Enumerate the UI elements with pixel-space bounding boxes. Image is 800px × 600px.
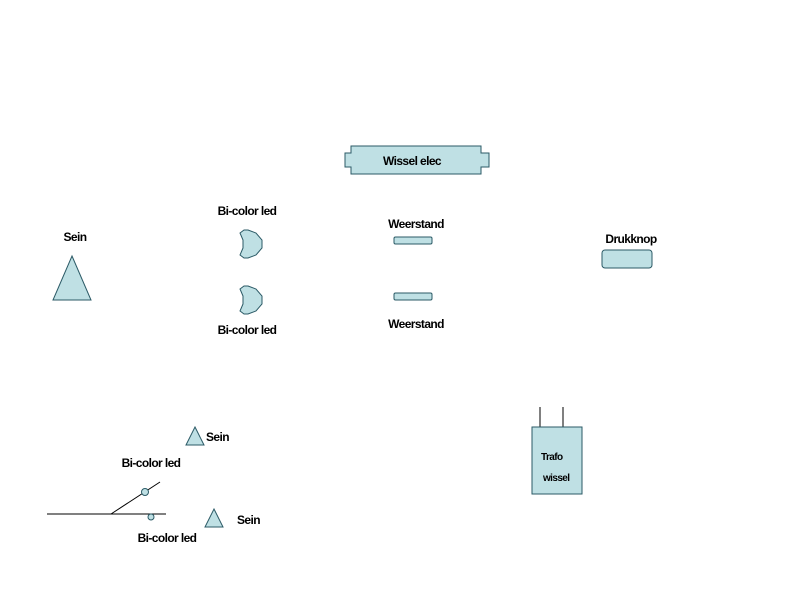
bicolor-led-top-octagon [239, 229, 263, 259]
bicolor-led-lower-dot[interactable] [147, 513, 155, 521]
bicolor-led-top-label: Bi-color led [218, 204, 277, 218]
sein-large-triangle [52, 254, 92, 301]
bicolor-led-bottom-octagon [239, 285, 263, 315]
weerstand-bottom-component[interactable]: Weerstand [388, 292, 445, 331]
sein-lower-label: Sein [237, 513, 260, 527]
drukknop-component[interactable]: Drukknop [601, 232, 657, 269]
trafo-body [531, 426, 583, 495]
weerstand-top-component[interactable]: Weerstand [388, 217, 445, 245]
drukknop-body [601, 249, 653, 269]
weerstand-top-label: Weerstand [388, 217, 444, 231]
bicolor-led-upper-label: Bi-color led [122, 456, 181, 470]
sein-upper-triangle[interactable] [185, 425, 205, 446]
wissel-elec-shape [344, 145, 490, 175]
bicolor-led-top-component[interactable]: Bi-color led [218, 204, 277, 259]
wissel-elec-label: Wissel elec [383, 154, 442, 168]
sein-lower-triangle[interactable] [204, 507, 224, 528]
diverging-track-line [110, 481, 161, 515]
track-scene: Sein Bi-color led Sein Bi-color led [47, 425, 261, 545]
weerstand-bottom-body [393, 292, 433, 301]
weerstand-bottom-label: Weerstand [388, 317, 444, 331]
bicolor-led-upper-dot[interactable] [141, 488, 149, 496]
trafo-label-line1: Trafo [541, 452, 563, 463]
sein-large-label: Sein [64, 230, 87, 244]
sein-upper-label: Sein [206, 430, 229, 444]
bicolor-led-bottom-component[interactable]: Bi-color led [218, 285, 277, 337]
weerstand-top-body [393, 236, 433, 245]
trafo-component[interactable]: Trafo wissel [531, 407, 583, 495]
drukknop-label: Drukknop [605, 232, 656, 246]
bicolor-led-lower-label: Bi-color led [138, 531, 197, 545]
bicolor-led-bottom-label: Bi-color led [218, 323, 277, 337]
trafo-label-line2: wissel [542, 473, 570, 484]
wissel-elec-component[interactable]: Wissel elec [344, 145, 490, 175]
sein-large-component[interactable]: Sein [52, 230, 92, 301]
